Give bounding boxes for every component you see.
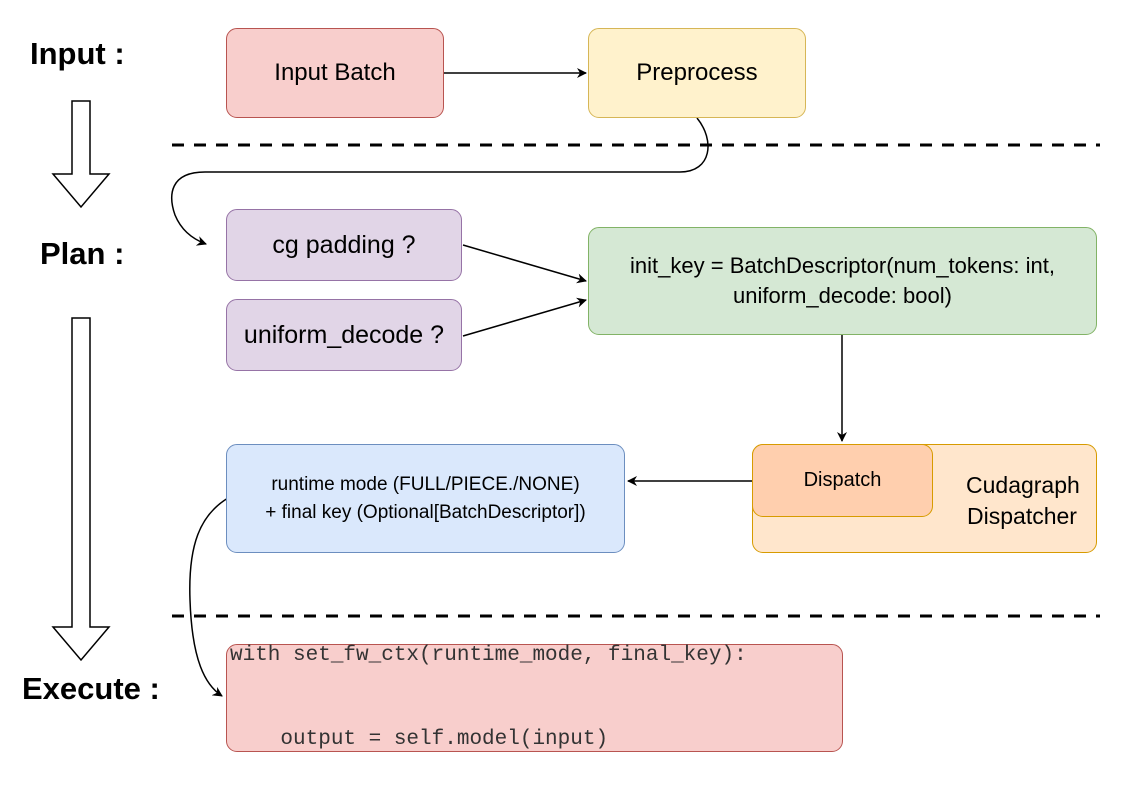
node-execute-line2: output = self.model(input) — [230, 728, 609, 751]
node-init-key-line2: uniform_decode: bool) — [733, 283, 952, 308]
node-input-batch: Input Batch — [226, 28, 444, 118]
node-execute-code: with set_fw_ctx(runtime_mode, final_key)… — [230, 586, 747, 810]
node-cg-padding-label: cg padding ? — [272, 230, 416, 259]
node-dispatcher-line1: Cudagraph — [966, 472, 1080, 498]
edge-runtime-execute — [189, 497, 229, 697]
node-dispatcher-line2: Dispatcher — [967, 503, 1077, 529]
edge-preprocess-cgpadding — [171, 117, 709, 246]
flow-arrow-plan-to-execute — [51, 317, 111, 662]
diagram-connectors — [51, 68, 1100, 697]
node-runtime-mode-line2: + final key (Optional[BatchDescriptor]) — [265, 501, 586, 523]
node-input-batch-label: Input Batch — [274, 59, 396, 86]
stage-label-execute: Execute : — [22, 671, 160, 706]
node-runtime-mode-line1: runtime mode (FULL/PIECE./NONE) — [271, 473, 580, 495]
edge-uniformdecode-initkey — [462, 297, 587, 337]
stage-label-input: Input : — [30, 36, 125, 71]
node-dispatch-label: Dispatch — [803, 469, 882, 491]
edge-cgpadding-initkey — [462, 244, 587, 284]
flow-arrow-input-to-plan — [51, 100, 111, 209]
node-preprocess: Preprocess — [588, 28, 806, 118]
node-uniform-decode-label: uniform_decode ? — [243, 320, 445, 349]
stage-label-plan: Plan : — [40, 236, 125, 271]
node-dispatch: Dispatch — [752, 444, 933, 517]
node-init-key-line1: init_key = BatchDescriptor(num_tokens: i… — [630, 253, 1055, 278]
node-execute: with set_fw_ctx(runtime_mode, final_key)… — [226, 644, 843, 752]
node-execute-line1: with set_fw_ctx(runtime_mode, final_key)… — [230, 644, 747, 667]
node-cg-padding: cg padding ? — [226, 209, 462, 281]
node-runtime-mode: runtime mode (FULL/PIECE./NONE) + final … — [226, 444, 625, 553]
node-uniform-decode: uniform_decode ? — [226, 299, 462, 371]
node-preprocess-label: Preprocess — [636, 59, 758, 86]
node-init-key: init_key = BatchDescriptor(num_tokens: i… — [588, 227, 1097, 335]
